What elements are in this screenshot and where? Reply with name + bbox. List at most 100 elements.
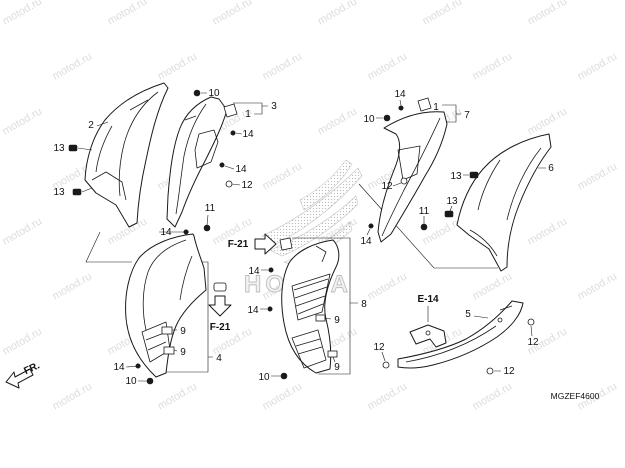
- lower-cowl-outline: [125, 233, 207, 378]
- bolt-icon: [280, 372, 288, 380]
- inner-panel-edge: [184, 115, 197, 121]
- cowl-panel-edge: [477, 159, 501, 211]
- callout-1: 1: [433, 102, 439, 113]
- cowl-panel-edge: [506, 147, 542, 221]
- clip-icon: [68, 144, 78, 152]
- bracket-part-1-7: [442, 104, 461, 123]
- callout-3: 3: [271, 101, 277, 112]
- front-direction-arrow-icon: [5, 368, 34, 389]
- callout-12: 12: [527, 337, 539, 348]
- callout-9: 9: [334, 315, 340, 326]
- screw-icon: [527, 318, 535, 326]
- callout-14: 14: [235, 164, 247, 175]
- inner-cowl-box-lines: [295, 338, 323, 355]
- leader-lines-right: [366, 99, 546, 236]
- callout-12: 12: [503, 366, 515, 377]
- leader-lines-left: [77, 92, 243, 382]
- callout-14: 14: [242, 129, 254, 140]
- callout-11: 11: [419, 206, 430, 217]
- grommet-icon: [398, 105, 404, 111]
- louver-region: [291, 273, 331, 321]
- callout-12: 12: [241, 180, 253, 191]
- logo-wing-stripe: [299, 159, 353, 211]
- undercover-hole: [497, 317, 503, 323]
- ref-f21-upper: F-21: [228, 239, 249, 250]
- cowl-panel-edge: [129, 99, 149, 111]
- clip-icon: [213, 282, 227, 292]
- emblem-plate-left: [223, 103, 238, 118]
- left-upper-side-cowl: [84, 82, 169, 228]
- undercover-bracket: [409, 324, 447, 348]
- right-fasteners: [368, 105, 479, 231]
- clip-icon: [279, 237, 293, 251]
- inner-panel-subpanel: [194, 129, 219, 169]
- frame-middle: [292, 237, 351, 375]
- inner-cowl-outline: [281, 239, 340, 374]
- callout-14: 14: [113, 362, 125, 373]
- diagram-code: MGZEF4600: [551, 391, 600, 401]
- callout-7: 7: [464, 110, 470, 121]
- lower-right-undercover: [397, 300, 524, 369]
- tape-icon: [163, 346, 175, 355]
- bracket-hole: [425, 330, 431, 336]
- right-upper-side-cowl: [456, 133, 552, 272]
- grommet-icon: [219, 162, 225, 168]
- callout-6: 6: [548, 163, 554, 174]
- bracket-part-1-3: [233, 102, 268, 115]
- inner-panel-outline: [377, 111, 448, 243]
- louver-lines: [293, 278, 329, 315]
- clip-icon: [444, 210, 454, 218]
- frame-left-lower-right: [166, 261, 209, 373]
- cowl-panel-edge: [95, 125, 113, 173]
- cowl-panel-edge: [118, 91, 159, 197]
- bolt-icon: [193, 89, 201, 97]
- callout-4: 4: [216, 353, 222, 364]
- ref-e14: E-14: [417, 294, 439, 305]
- bolt-icon: [383, 114, 391, 122]
- middle-inner-cowl: [281, 239, 340, 374]
- callouts-left-lower: 14 10 9 9 4: [113, 326, 222, 387]
- callout-14: 14: [394, 89, 406, 100]
- callout-13: 13: [53, 187, 65, 198]
- right-inner-panel: [377, 111, 448, 243]
- callout-9: 9: [334, 362, 340, 373]
- screw-icon: [225, 180, 233, 188]
- callout-12: 12: [373, 342, 385, 353]
- callout-13: 13: [446, 196, 458, 207]
- logo-wing-stripe: [261, 167, 363, 245]
- left-inner-panel: [166, 96, 228, 228]
- clip-icon: [72, 188, 82, 196]
- grommet-icon: [267, 306, 273, 312]
- callouts-lower-right: 5 12 12 12: [373, 309, 539, 377]
- callout-9: 9: [180, 326, 186, 337]
- cowl-panel-edge: [91, 171, 127, 201]
- inner-panel-edge: [175, 103, 207, 215]
- callout-10: 10: [363, 114, 375, 125]
- nut-icon: [203, 224, 211, 232]
- cowl-panel-edge: [469, 229, 498, 257]
- callout-2: 2: [88, 120, 94, 131]
- inner-cowl-hook: [315, 245, 327, 263]
- callout-14: 14: [160, 227, 172, 238]
- callout-11: 11: [205, 203, 216, 214]
- inner-cowl-box: [291, 329, 327, 369]
- f21-right-arrow-icon: [254, 233, 277, 255]
- grommet-icon: [230, 130, 236, 136]
- inner-panel-edge: [381, 117, 441, 237]
- callout-10: 10: [208, 88, 220, 99]
- callout-13: 13: [53, 143, 65, 154]
- lower-cowl-box-lines: [145, 332, 167, 351]
- undercover-edge: [405, 325, 497, 363]
- tape-icon: [315, 314, 326, 322]
- callout-10: 10: [125, 376, 137, 387]
- clip-icon: [469, 171, 479, 179]
- screw-icon: [382, 361, 390, 369]
- callouts-left: 2 13 13 10 1 3 14 14 12 11 14: [53, 88, 277, 238]
- callout-5: 5: [465, 309, 471, 320]
- callout-1: 1: [245, 109, 251, 120]
- screw-icon: [486, 367, 494, 375]
- callout-14: 14: [360, 236, 372, 247]
- grommet-icon: [268, 267, 274, 273]
- inner-panel-subpanel: [397, 145, 421, 181]
